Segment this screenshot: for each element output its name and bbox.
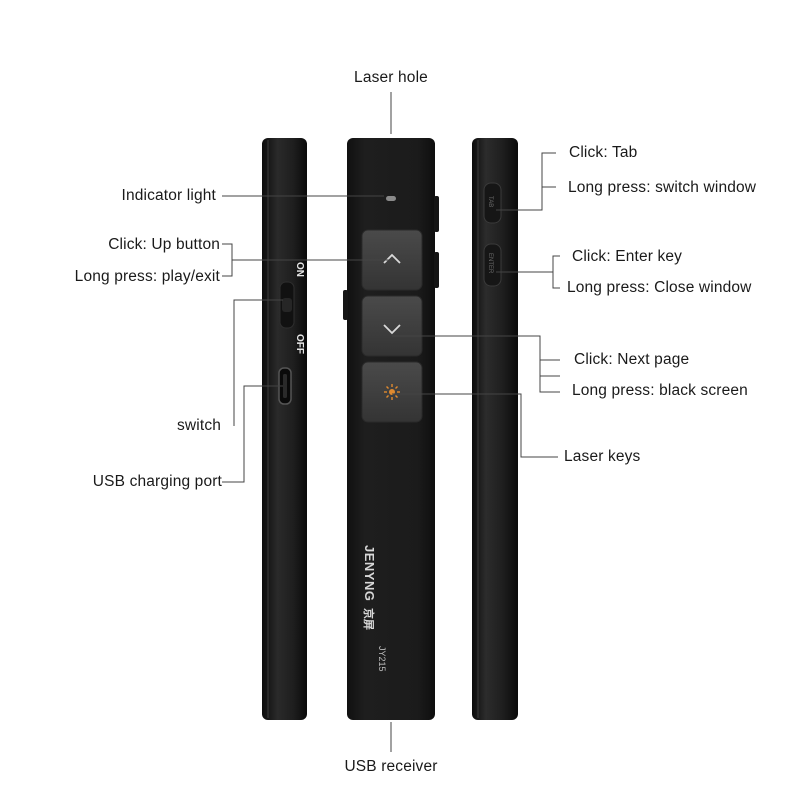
label-long-press-switch-window: Long press: switch window — [568, 179, 757, 196]
right-side-view: TAB ENTER — [472, 138, 518, 720]
enter-button-text: ENTER — [487, 253, 493, 274]
enter-side-button[interactable] — [483, 243, 502, 287]
left-body — [262, 138, 307, 720]
right-body — [472, 138, 518, 720]
label-switch: switch — [177, 417, 221, 434]
label-laser-hole: Laser hole — [354, 69, 428, 86]
label-long-press-black-screen: Long press: black screen — [572, 382, 748, 399]
down-button[interactable] — [361, 295, 423, 357]
tab-button-text: TAB — [487, 196, 493, 207]
left-side-view: ON OFF — [262, 138, 307, 720]
label-usb-receiver: USB receiver — [344, 758, 438, 775]
switch-on-text: ON — [294, 262, 305, 277]
model-text: JY215 — [377, 646, 387, 672]
label-laser-keys: Laser keys — [564, 448, 641, 465]
label-click-next-page: Click: Next page — [574, 351, 690, 368]
label-usb-charging-port: USB charging port — [92, 473, 222, 490]
label-long-press-close-window: Long press: Close window — [567, 279, 752, 296]
indicator-light — [386, 196, 396, 201]
front-body — [347, 138, 435, 720]
slide-switch-knob — [282, 298, 292, 312]
brand-text: JENYNG — [362, 545, 377, 601]
label-click-enter: Click: Enter key — [572, 248, 683, 265]
label-click-tab: Click: Tab — [569, 144, 638, 161]
tab-side-button[interactable] — [483, 182, 502, 224]
brand-cn-text: 京屏 — [362, 608, 376, 630]
label-click-up: Click: Up button — [108, 236, 220, 253]
label-indicator-light: Indicator light — [121, 187, 216, 204]
leader-lines — [222, 92, 560, 752]
switch-off-text: OFF — [294, 334, 305, 354]
front-view: JENYNG 京屏 JY215 — [343, 138, 439, 720]
chevron-down-icon — [383, 324, 401, 335]
label-long-press-play: Long press: play/exit — [74, 268, 220, 285]
